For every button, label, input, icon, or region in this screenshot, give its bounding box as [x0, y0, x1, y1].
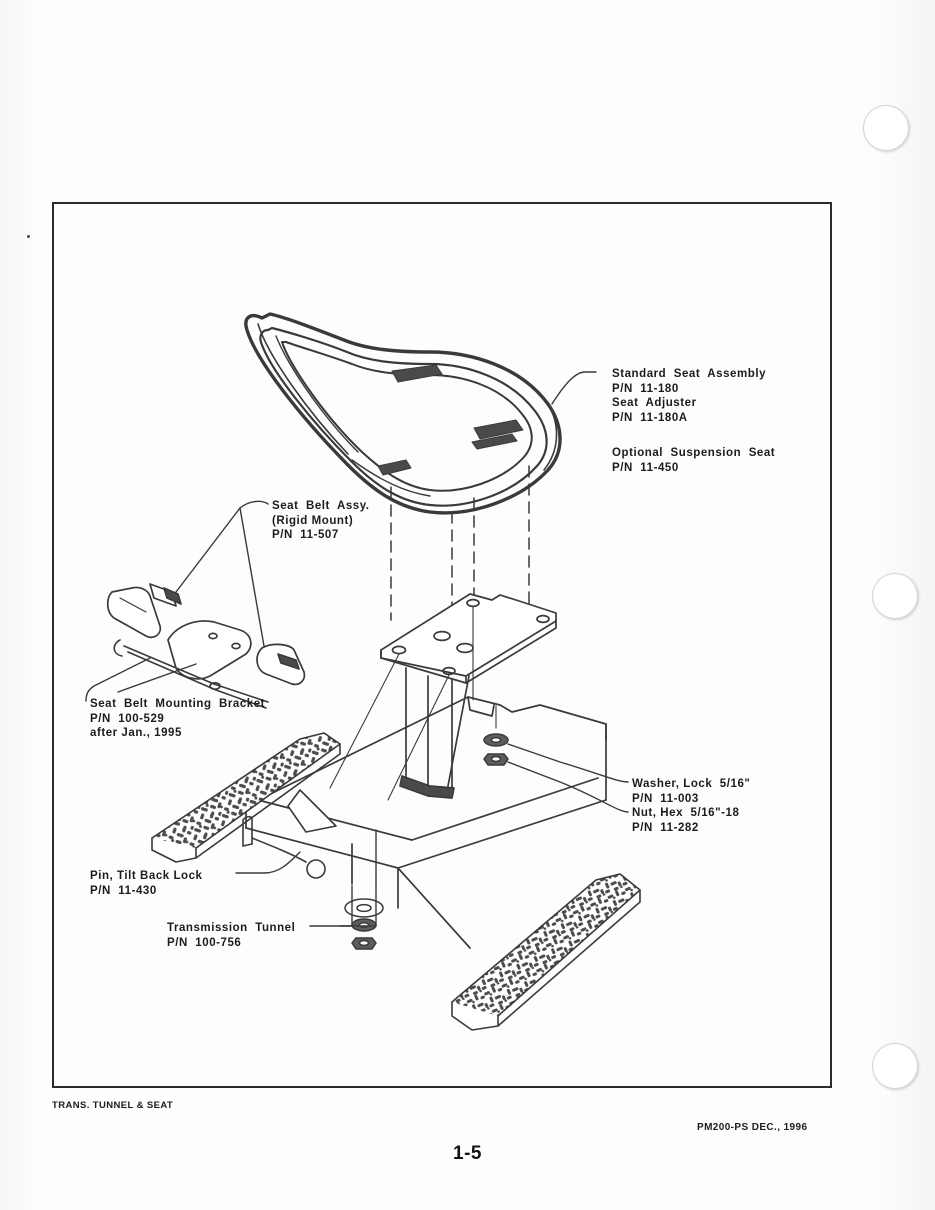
binder-hole-middle	[872, 573, 918, 619]
binder-hole-top	[863, 105, 909, 151]
illustration-frame	[52, 202, 832, 1088]
binder-hole-bottom	[872, 1043, 918, 1089]
footer-section-label: TRANS. TUNNEL & SEAT	[52, 1100, 174, 1111]
callout-seat-belt-assy: Seat Belt Assy. (Rigid Mount) P/N 11-507	[272, 500, 370, 542]
callout-standard-seat-assembly: Standard Seat Assembly P/N 11-180 Seat A…	[612, 368, 767, 424]
callout-pin-tilt-back-lock: Pin, Tilt Back Lock P/N 11-430	[90, 870, 203, 897]
page-number: 1-5	[453, 1143, 482, 1164]
callout-optional-suspension-seat: Optional Suspension Seat P/N 11-450	[612, 447, 776, 474]
callout-washer-lock-and-nut-hex: Washer, Lock 5/16" P/N 11-003 Nut, Hex 5…	[632, 778, 751, 834]
footer-document-code: PM200-PS DEC., 1996	[697, 1122, 808, 1133]
callout-transmission-tunnel: Transmission Tunnel P/N 100-756	[167, 922, 296, 949]
scan-speck	[27, 235, 30, 238]
callout-seat-belt-mounting-bracket: Seat Belt Mounting Bracket P/N 100-529 a…	[90, 698, 266, 740]
